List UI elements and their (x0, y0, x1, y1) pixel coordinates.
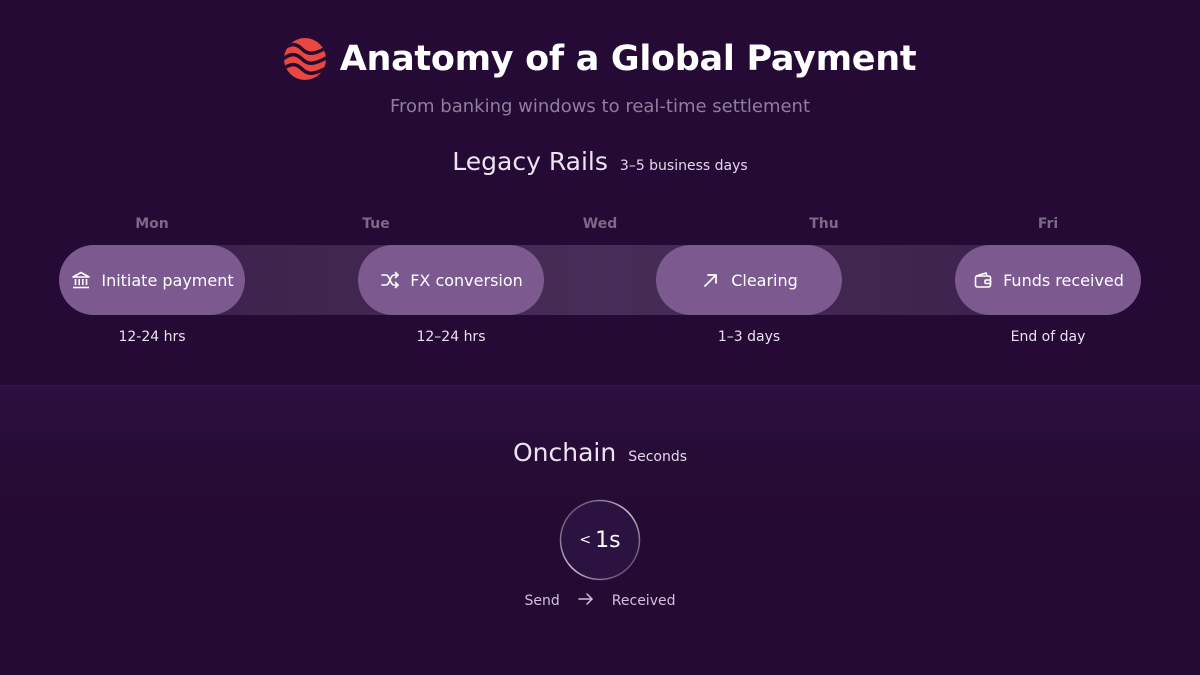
legacy-title: Legacy Rails (452, 147, 608, 176)
onchain-duration-note: Seconds (628, 449, 688, 465)
timer-ring (559, 499, 641, 581)
step-initiate-payment: Initiate payment (59, 245, 245, 315)
send-received-flow: Send Received (0, 591, 1200, 610)
page-title: Anatomy of a Global Payment (339, 39, 917, 79)
bank-icon (70, 269, 92, 291)
step-label: Initiate payment (101, 270, 234, 290)
legacy-duration-note: 3–5 business days (619, 158, 748, 174)
step-label: Funds received (1003, 270, 1124, 290)
received-label: Received (611, 592, 676, 609)
step-duration: 12-24 hrs (118, 329, 186, 345)
header: Anatomy of a Global Payment (0, 38, 1200, 80)
step-duration: 1–3 days (717, 329, 781, 345)
send-label: Send (524, 592, 560, 609)
arrow-up-right-icon (700, 269, 722, 291)
day-label: Fri (1037, 216, 1059, 232)
section-divider (0, 385, 1200, 386)
step-label: Clearing (731, 270, 798, 290)
shuffle-icon (379, 269, 401, 291)
step-clearing: Clearing (656, 245, 842, 315)
step-funds-received: Funds received (955, 245, 1141, 315)
step-duration: 12–24 hrs (416, 329, 486, 345)
arrow-right-icon (578, 591, 594, 610)
timer-readout: < 1s (559, 499, 641, 581)
day-labels: Mon Tue Wed Thu Fri (0, 216, 1200, 236)
timer-value: 1s (595, 527, 621, 553)
day-label: Wed (582, 216, 618, 232)
step-label: FX conversion (410, 270, 523, 290)
onchain-title: Onchain (512, 438, 617, 467)
sei-wave-logo-icon (283, 38, 326, 80)
page-subtitle: From banking windows to real-time settle… (389, 96, 811, 117)
legacy-heading: Legacy Rails 3–5 business days (0, 147, 1200, 176)
wallet-icon (972, 269, 994, 291)
step-fx-conversion: FX conversion (358, 245, 544, 315)
day-label: Tue (362, 216, 390, 232)
timer-prefix: < (579, 532, 592, 548)
step-duration: End of day (1010, 329, 1086, 345)
day-label: Mon (135, 216, 169, 232)
onchain-heading: Onchain Seconds (0, 438, 1200, 467)
day-label: Thu (809, 216, 839, 232)
